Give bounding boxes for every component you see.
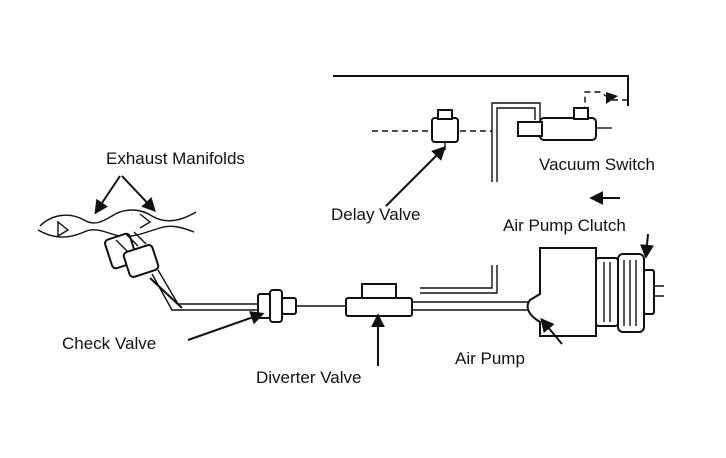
label-exhaust-manifolds: Exhaust Manifolds <box>106 149 245 168</box>
label-air-pump: Air Pump <box>455 349 525 368</box>
vacuum-switch <box>517 107 612 141</box>
vacuum-hose <box>372 102 541 182</box>
leader-arrows <box>94 146 654 366</box>
label-delay-valve: Delay Valve <box>331 205 420 224</box>
label-check-valve: Check Valve <box>62 334 156 353</box>
top-wire <box>333 75 629 112</box>
diverter-valve <box>345 283 530 317</box>
pump-vacuum-line <box>420 265 498 294</box>
check-valve <box>257 289 346 323</box>
air-supply-pipe <box>151 269 258 311</box>
air-pump <box>526 247 664 337</box>
label-vacuum-switch: Vacuum Switch <box>539 155 655 174</box>
label-air-pump-clutch: Air Pump Clutch <box>503 216 626 235</box>
label-diverter-valve: Diverter Valve <box>256 368 362 387</box>
delay-valve <box>431 109 459 150</box>
